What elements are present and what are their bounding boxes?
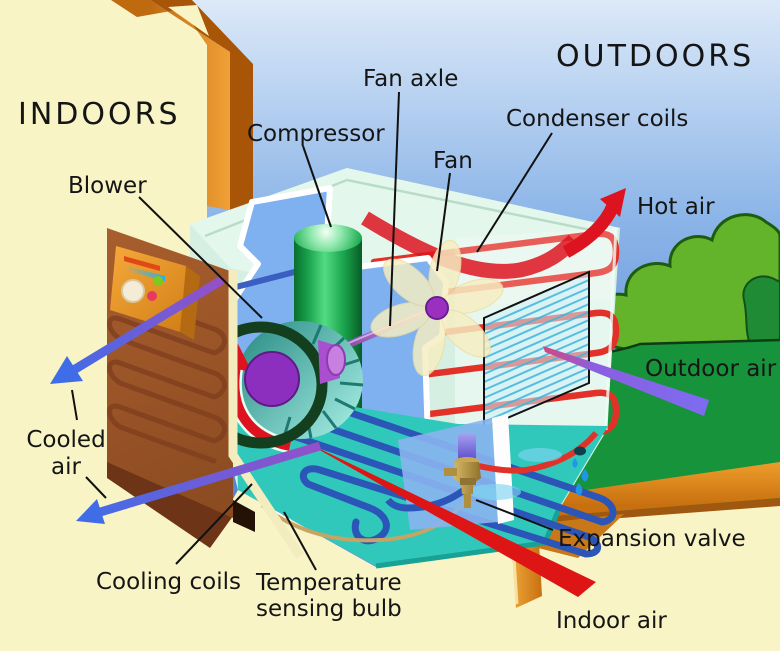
outdoor-air-arrow xyxy=(543,346,709,416)
panel-emboss-coils xyxy=(107,292,227,464)
leader-lines xyxy=(71,91,554,571)
condenser-coils xyxy=(348,230,620,437)
fan xyxy=(370,239,504,377)
water-drop-icon xyxy=(572,458,578,468)
label-outdoor-air: Outdoor air xyxy=(645,356,777,382)
water-drop-icon xyxy=(581,469,589,482)
drain-hole xyxy=(574,446,586,456)
label-hot-air: Hot air xyxy=(637,194,715,220)
leader-compressor xyxy=(302,145,332,228)
grille-outline xyxy=(483,270,590,430)
valve-outlet xyxy=(464,494,471,508)
region-label-outdoors: OUTDOORS xyxy=(556,39,754,74)
ac-unit xyxy=(190,168,709,597)
slider-bar xyxy=(124,256,160,271)
label-condenser-coils: Condenser coils xyxy=(506,106,688,132)
condensate-water xyxy=(469,446,589,500)
label-temperature-line1: Temperature xyxy=(255,570,402,596)
leader-fan xyxy=(436,172,451,272)
expansion-valve xyxy=(444,434,481,508)
cooled-air-arrow-1 xyxy=(69,276,225,375)
compressor-top xyxy=(294,224,362,252)
valve-cap xyxy=(458,434,476,460)
hot-air-shaft xyxy=(562,203,619,258)
front-panel xyxy=(107,228,304,559)
leader-temperature-bulb xyxy=(283,511,317,571)
leader-expansion-valve xyxy=(475,499,554,531)
panel-bottom-wedge xyxy=(107,460,233,548)
leader-blower xyxy=(138,196,263,319)
frame-side-face xyxy=(150,0,253,212)
cooling-coils xyxy=(192,356,617,558)
label-fan: Fan xyxy=(433,148,473,174)
red-button-icon xyxy=(147,291,157,301)
panel-edge-highlight xyxy=(604,227,618,431)
hot-air-arrow xyxy=(361,188,626,279)
valve-inlet-pipe xyxy=(385,487,467,512)
label-expansion-valve: Expansion valve xyxy=(558,526,746,552)
outdoor-grille xyxy=(483,270,590,430)
cooled-air-arrows xyxy=(50,276,322,524)
panel-shadow xyxy=(233,500,255,532)
label-cooled-air-line2: air xyxy=(51,454,81,480)
leader-cooled-air-1 xyxy=(71,389,78,421)
water-drop-icon xyxy=(575,483,583,496)
cooled-air-arrowhead-2 xyxy=(76,499,105,524)
indoor-air-arrow xyxy=(302,440,596,597)
torn-edge-strip xyxy=(228,270,304,559)
cooled-air-arrow-2 xyxy=(95,441,322,518)
region-label-indoors: INDOORS xyxy=(18,97,181,132)
label-indoor-air: Indoor air xyxy=(556,608,667,634)
blower-core xyxy=(244,351,300,407)
labels: INDOORS OUTDOORS Blower Compressor Fan a… xyxy=(18,39,777,634)
blower-hub-cap xyxy=(326,344,346,376)
hot-air-band xyxy=(361,211,580,279)
green-button-icon xyxy=(153,276,163,286)
puddle xyxy=(518,448,562,462)
label-cooling-coils: Cooling coils xyxy=(96,569,241,595)
label-temperature-line2: sensing bulb xyxy=(256,596,402,622)
leader-cooled-air-2 xyxy=(85,476,107,499)
window-frame-left xyxy=(111,0,253,212)
label-blower: Blower xyxy=(68,173,147,199)
leader-cooling-coils xyxy=(175,483,253,565)
fan-hub xyxy=(425,296,449,320)
frame-front-face xyxy=(111,0,230,210)
label-compressor: Compressor xyxy=(247,121,385,147)
cooled-air-arrowhead-1 xyxy=(50,356,83,384)
frame-notch xyxy=(168,5,209,36)
hot-air-arrowhead xyxy=(600,188,626,217)
leader-condenser-coils xyxy=(476,132,553,253)
label-fan-axle: Fan axle xyxy=(363,66,458,92)
grille-hatch xyxy=(483,279,590,423)
label-cooled-air-line1: Cooled xyxy=(26,427,105,453)
valve-side-port xyxy=(444,468,457,476)
valve-nut xyxy=(460,478,476,485)
knob-icon xyxy=(121,279,145,303)
leader-fan-axle xyxy=(389,91,400,327)
tree-dark xyxy=(742,275,780,354)
puddle xyxy=(469,484,521,500)
